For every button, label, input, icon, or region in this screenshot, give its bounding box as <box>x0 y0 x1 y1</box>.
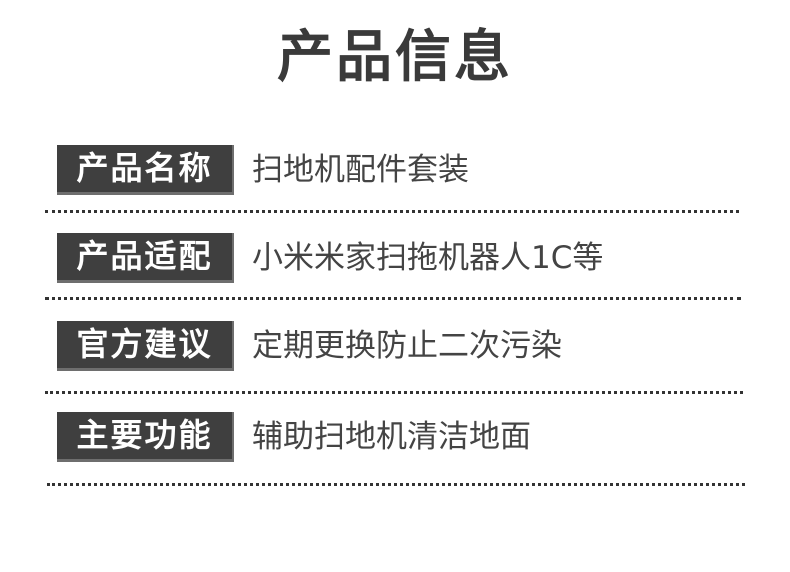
row-divider <box>45 210 739 213</box>
official-advice-value: 定期更换防止二次污染 <box>252 328 562 364</box>
compatibility-value: 小米米家扫拖机器人1C等 <box>252 240 604 276</box>
info-row-compatibility: 产品适配 小米米家扫拖机器人1C等 <box>0 233 790 293</box>
page-title: 产品信息 <box>277 25 513 90</box>
info-row-product-name: 产品名称 扫地机配件套装 <box>0 145 790 205</box>
product-name-label: 产品名称 <box>57 145 234 195</box>
main-function-value: 辅助扫地机清洁地面 <box>252 419 531 455</box>
row-divider <box>45 391 743 394</box>
official-advice-label: 官方建议 <box>57 321 234 371</box>
row-divider <box>47 483 745 486</box>
main-function-label: 主要功能 <box>57 412 234 462</box>
info-row-main-function: 主要功能 辅助扫地机清洁地面 <box>0 412 790 472</box>
info-row-official-advice: 官方建议 定期更换防止二次污染 <box>0 321 790 381</box>
row-divider <box>45 297 741 300</box>
product-name-value: 扫地机配件套装 <box>252 152 469 188</box>
compatibility-label: 产品适配 <box>57 233 234 283</box>
